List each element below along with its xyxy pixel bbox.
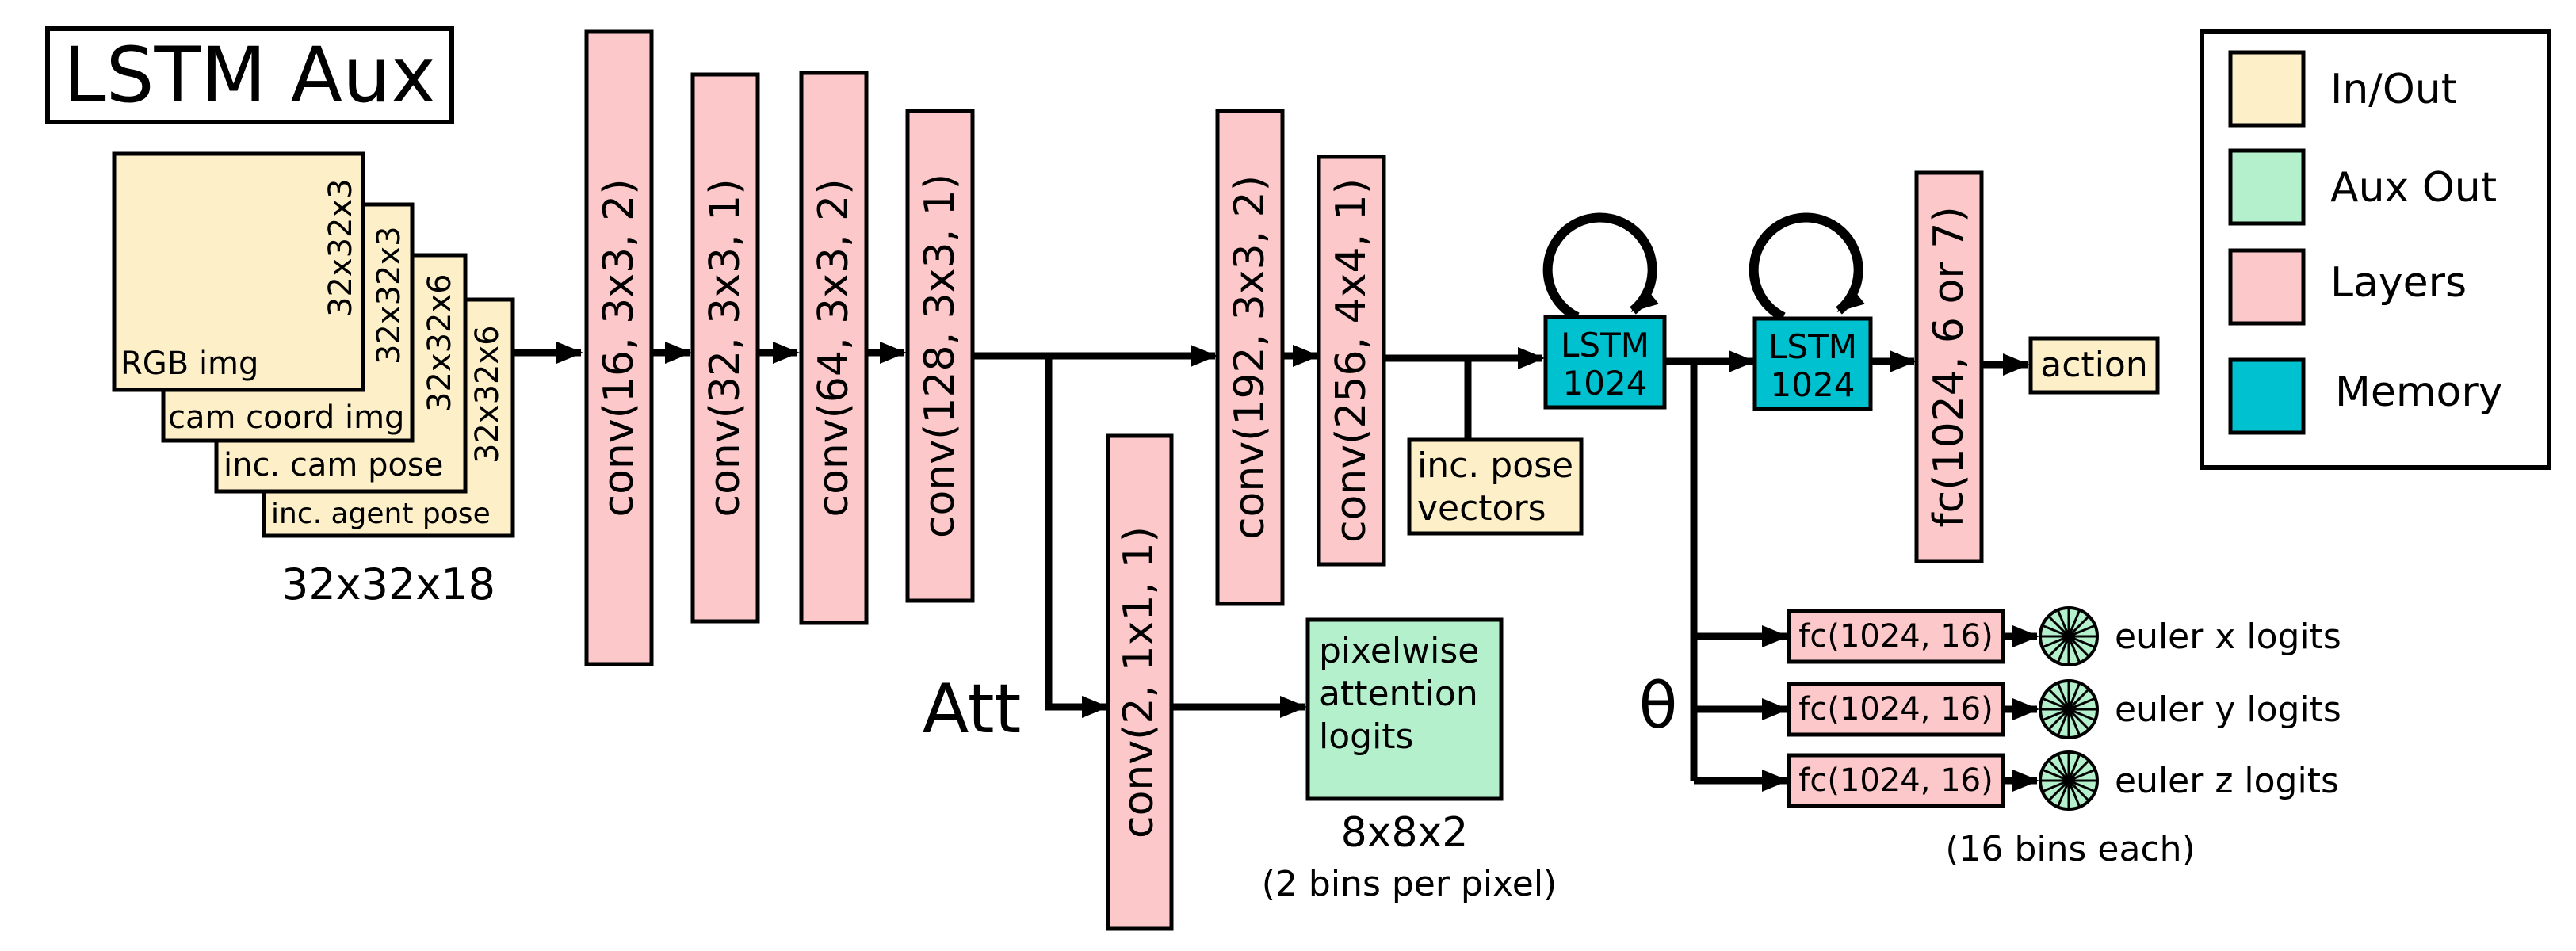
pose-vectors-line-2: vectors — [1417, 488, 1546, 529]
lstm-1-size: 1024 — [1563, 364, 1648, 403]
conv-layer-5-label: conv(192, 3x3, 2) — [1226, 175, 1274, 540]
attention-output-line-2: attention — [1319, 674, 1478, 714]
conv-layer-6: conv(256, 4x4, 1) — [1317, 155, 1386, 567]
lstm-2-name: LSTM — [1768, 327, 1857, 366]
conv-layer-1-label: conv(16, 3x3, 2) — [595, 178, 643, 517]
attention-output-dim: 8x8x2 — [1341, 809, 1469, 857]
euler-z-bins-icon — [2039, 750, 2099, 811]
euler-y-bins-icon — [2039, 679, 2099, 739]
conv-layer-4-label: conv(128, 3x3, 1) — [916, 174, 964, 538]
theta-fc-y-label: fc(1024, 16) — [1798, 691, 1993, 728]
conv-layer-2-label: conv(32, 3x3, 1) — [701, 178, 749, 517]
lstm-1-recurrent-arrow — [1542, 212, 1659, 322]
action-label: action — [2040, 345, 2147, 385]
attention-output-box: pixelwise attention logits — [1305, 617, 1504, 801]
attention-label: Att — [923, 670, 1022, 749]
pose-vectors-line-1: inc. pose — [1417, 445, 1573, 486]
theta-note: (16 bins each) — [1945, 829, 2195, 869]
conv-layer-1: conv(16, 3x3, 2) — [584, 29, 654, 666]
legend-label-aux-out: Aux Out — [2330, 164, 2497, 212]
attention-conv-label: conv(2, 1x1, 1) — [1115, 526, 1163, 838]
diagram-title: LSTM Aux — [63, 31, 436, 120]
main-flow-arrows — [513, 342, 2039, 792]
legend: In/Out Aux Out Layers Memory — [2200, 29, 2551, 470]
euler-y-label: euler y logits — [2115, 689, 2341, 730]
input-agent-pose-label: inc. agent pose — [271, 498, 491, 530]
fc-output-label: fc(1024, 6 or 7) — [1925, 206, 1973, 527]
conv-layer-5: conv(192, 3x3, 2) — [1215, 109, 1285, 606]
theta-fc-z-label: fc(1024, 16) — [1798, 762, 1993, 799]
theta-label: θ — [1639, 669, 1678, 743]
input-cam-pose-label: inc. cam pose — [224, 447, 443, 483]
legend-item-layers: Layers — [2228, 248, 2467, 326]
conv-layer-6-label: conv(256, 4x4, 1) — [1328, 178, 1375, 543]
legend-item-in-out: In/Out — [2228, 50, 2457, 128]
legend-label-layers: Layers — [2330, 259, 2467, 307]
attention-conv-layer: conv(2, 1x1, 1) — [1106, 433, 1174, 931]
legend-label-in-out: In/Out — [2330, 66, 2457, 113]
legend-item-aux-out: Aux Out — [2228, 148, 2497, 226]
attention-output-line-3: logits — [1319, 716, 1413, 757]
euler-x-bins-icon — [2039, 606, 2099, 666]
euler-z-label: euler z logits — [2115, 761, 2339, 801]
fc-output-layer: fc(1024, 6 or 7) — [1914, 170, 1984, 563]
input-rgb-label: RGB img — [120, 346, 258, 382]
attention-output-note: (2 bins per pixel) — [1262, 864, 1557, 904]
title-box: LSTM Aux — [45, 26, 454, 124]
conv-layer-4: conv(128, 3x3, 1) — [905, 109, 975, 603]
lstm-2: LSTM 1024 — [1749, 212, 1873, 411]
lstm-2-size: 1024 — [1771, 365, 1856, 404]
input-agent-pose-dim: 32x32x6 — [469, 325, 506, 464]
theta-fc-x-label: fc(1024, 16) — [1798, 618, 1993, 655]
legend-label-memory: Memory — [2335, 369, 2502, 416]
input-stack: inc. agent pose 32x32x6 inc. cam pose 32… — [112, 151, 515, 609]
input-total-dim: 32x32x18 — [281, 560, 495, 609]
input-cam-coord-dim: 32x32x3 — [371, 226, 407, 365]
theta-fc-x: fc(1024, 16) — [1787, 609, 2005, 664]
theta-fc-z: fc(1024, 16) — [1787, 753, 2005, 808]
input-rgb-img: RGB img 32x32x3 — [112, 151, 365, 392]
input-cam-coord-label: cam coord img — [168, 399, 404, 436]
theta-fc-y: fc(1024, 16) — [1787, 682, 2005, 737]
legend-item-memory: Memory — [2228, 357, 2502, 435]
conv-layer-2: conv(32, 3x3, 1) — [690, 72, 760, 624]
input-rgb-dim: 32x32x3 — [323, 178, 359, 317]
input-cam-pose-dim: 32x32x6 — [422, 273, 458, 412]
attention-branch: Att conv(2, 1x1, 1) pixelwise attention … — [923, 433, 1557, 931]
theta-branch: θ fc(1024, 16) fc(1024, 16) fc(1024, 16)… — [1639, 606, 2341, 869]
lstm-2-recurrent-arrow — [1749, 212, 1865, 322]
conv-layer-3-label: conv(64, 3x3, 2) — [810, 178, 858, 517]
lstm-1: LSTM 1024 — [1542, 212, 1667, 410]
euler-x-label: euler x logits — [2115, 617, 2341, 657]
pose-vectors-box: inc. pose vectors — [1407, 437, 1584, 536]
lstm-1-name: LSTM — [1561, 326, 1649, 365]
action-box: action — [2028, 336, 2160, 395]
conv-layer-3: conv(64, 3x3, 2) — [799, 71, 869, 625]
attention-output-line-1: pixelwise — [1319, 631, 1479, 671]
